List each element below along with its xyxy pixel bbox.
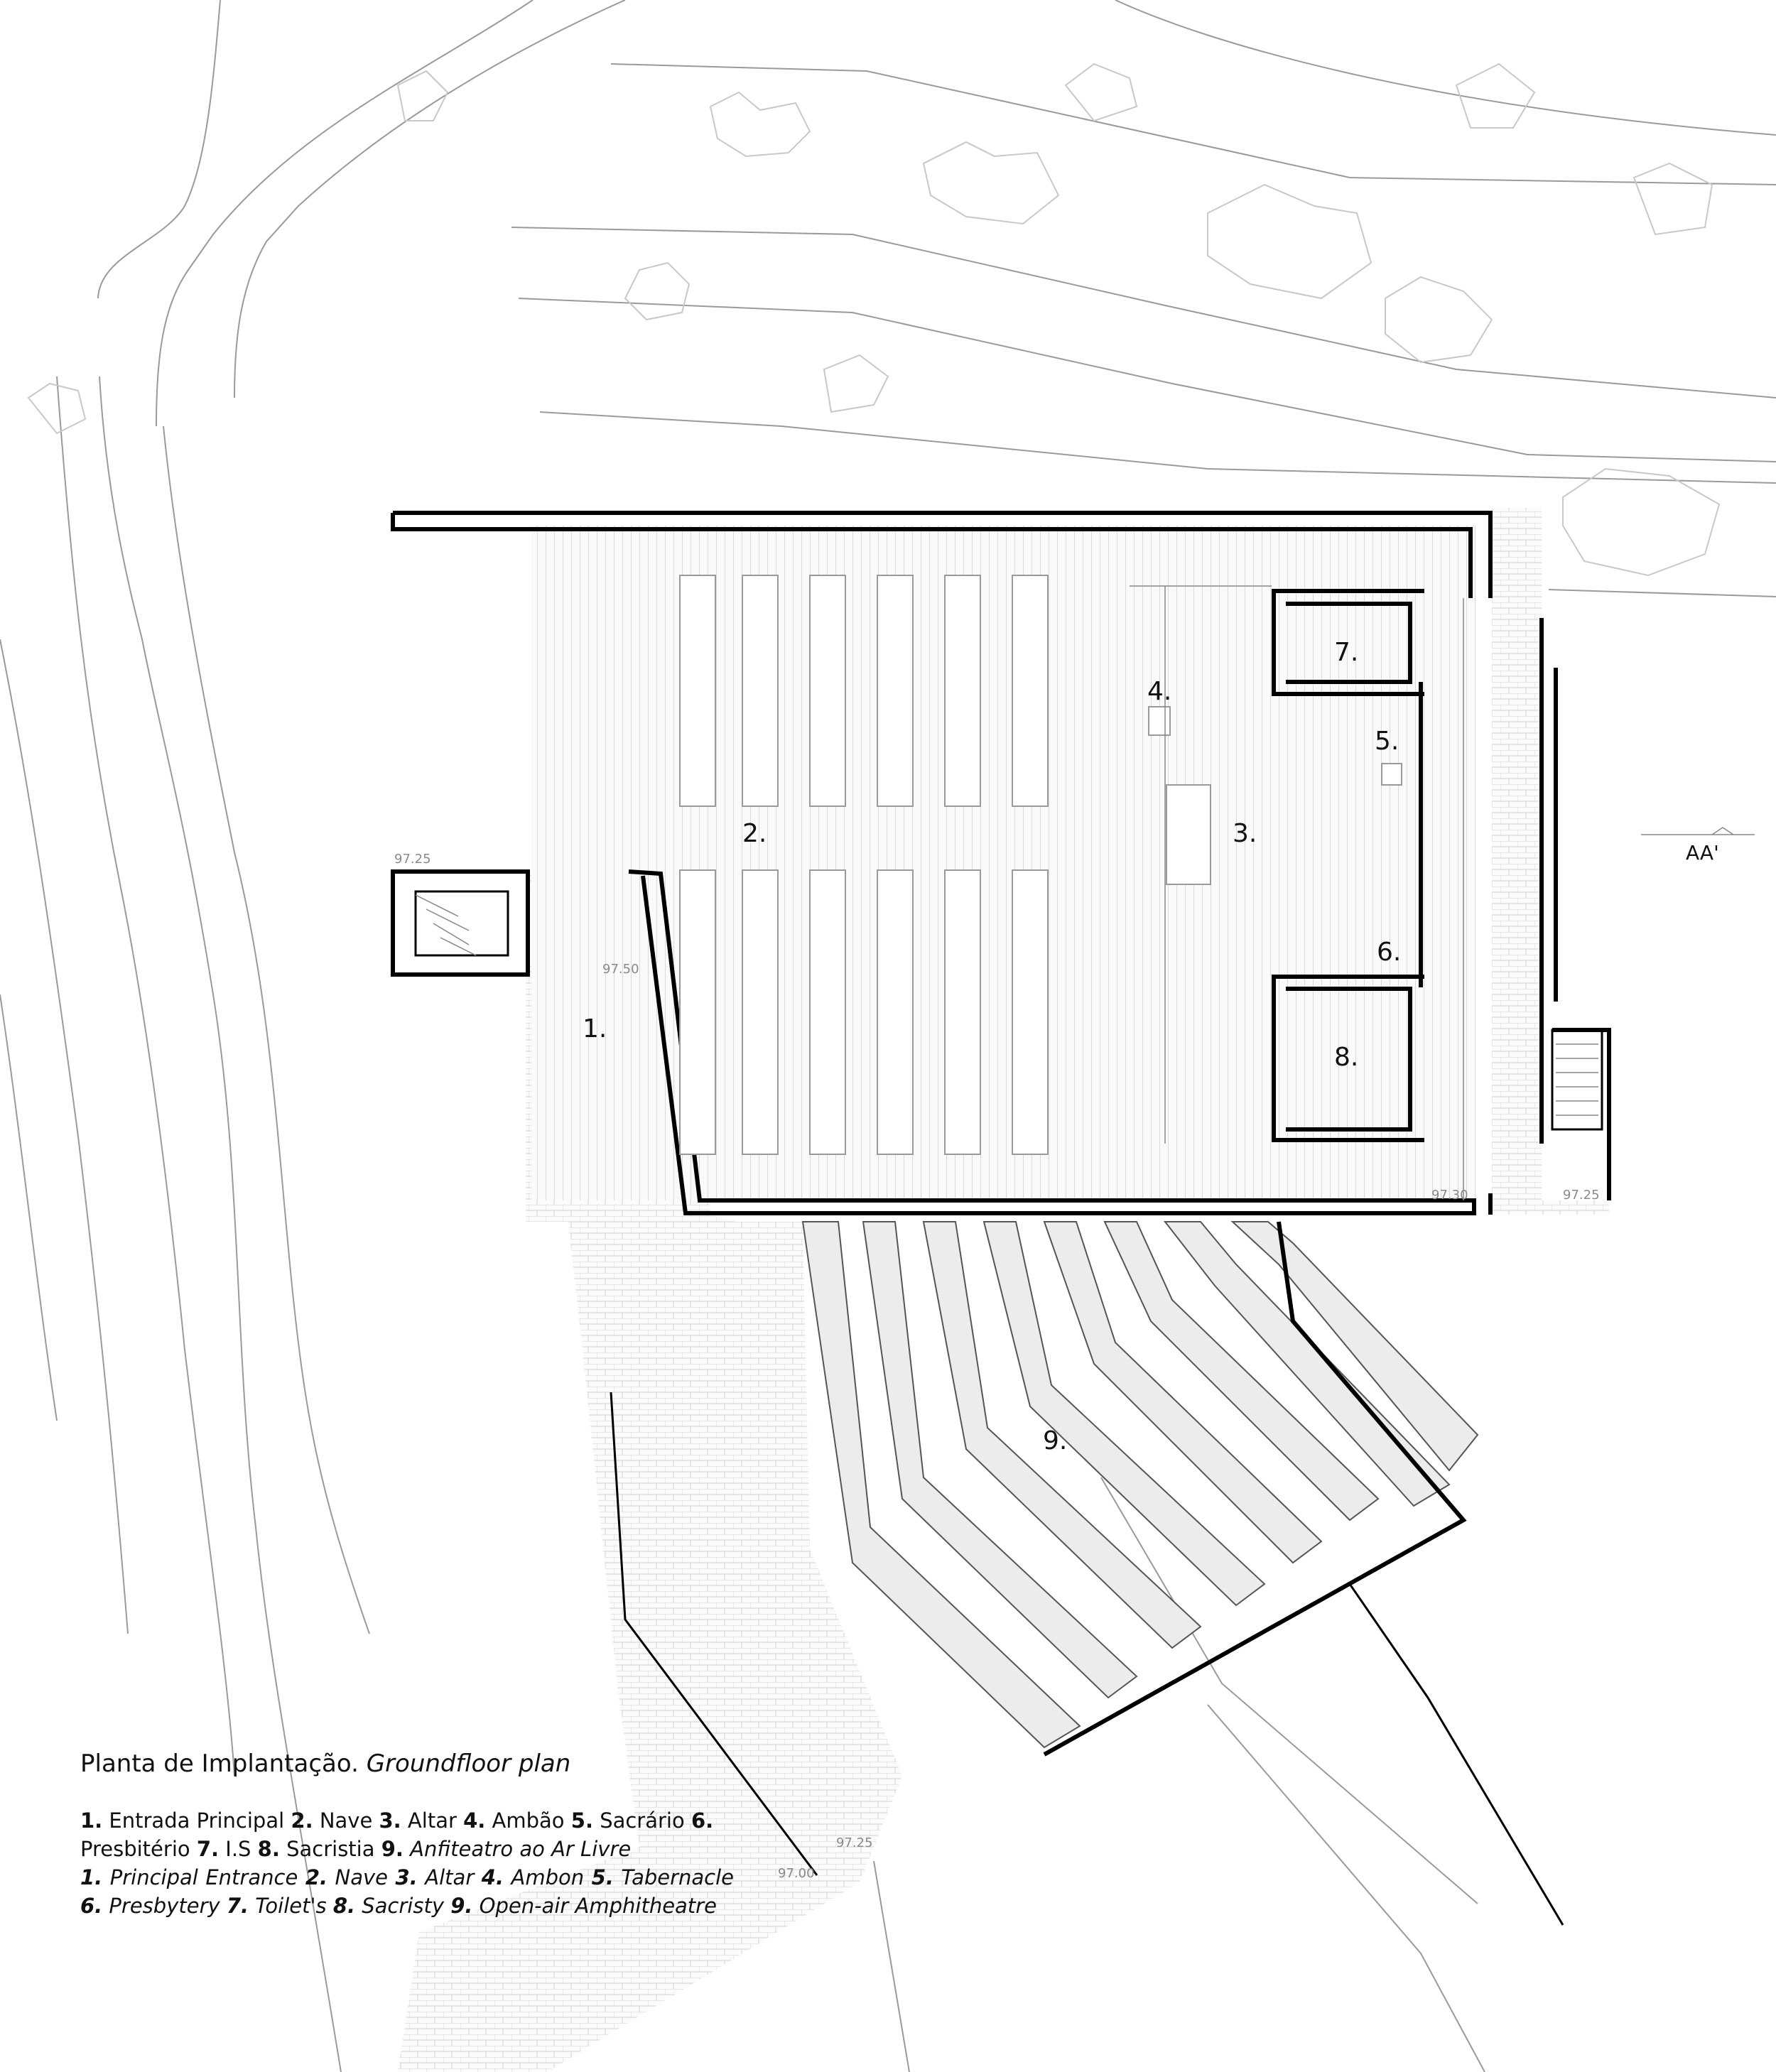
pews [679,575,1049,1155]
legend: Planta de Implantação. Groundfloor plan … [80,1750,734,1920]
label-altar: 3. [1233,819,1257,848]
svg-text:AA': AA' [1686,841,1719,864]
label-presbytery: 6. [1377,938,1401,967]
svg-text:97.25: 97.25 [836,1835,873,1850]
svg-text:97.25: 97.25 [1563,1188,1600,1203]
amphitheatre [610,1221,1564,1926]
level-marks: 97.25 97.50 97.30 97.25 97.25 97.00 [394,852,1600,1881]
tabernacle [1381,763,1402,786]
altar-table [1166,784,1211,885]
room-labels: 1. 2. 3. 4. 5. 6. 7. 8. 9. [583,638,1401,1455]
label-sacristy: 8. [1334,1043,1358,1072]
svg-text:97.50: 97.50 [602,962,639,977]
label-principal-entrance: 1. [583,1014,607,1043]
svg-text:97.25: 97.25 [394,852,431,867]
svg-text:97.30: 97.30 [1431,1188,1468,1203]
church-walls [391,511,1611,1215]
legend-pt: 1. Entrada Principal 2. Nave 3. Altar 4.… [80,1808,714,1861]
section-marker: AA' [1641,827,1755,864]
legend-title: Planta de Implantação. Groundfloor plan [80,1750,571,1778]
label-tabernacle: 5. [1375,727,1399,756]
liturgical-furniture [1130,585,1402,1144]
label-amphitheatre: 9. [1043,1426,1067,1455]
vegetation [27,63,1721,577]
label-ambon: 4. [1147,677,1171,706]
label-nave: 2. [742,819,767,848]
label-toilets: 7. [1334,638,1358,667]
legend-en: 1. Principal Entrance 2. Nave 3. Altar 4… [80,1865,735,1918]
ambon [1148,706,1171,736]
svg-text:97.00: 97.00 [778,1866,815,1881]
